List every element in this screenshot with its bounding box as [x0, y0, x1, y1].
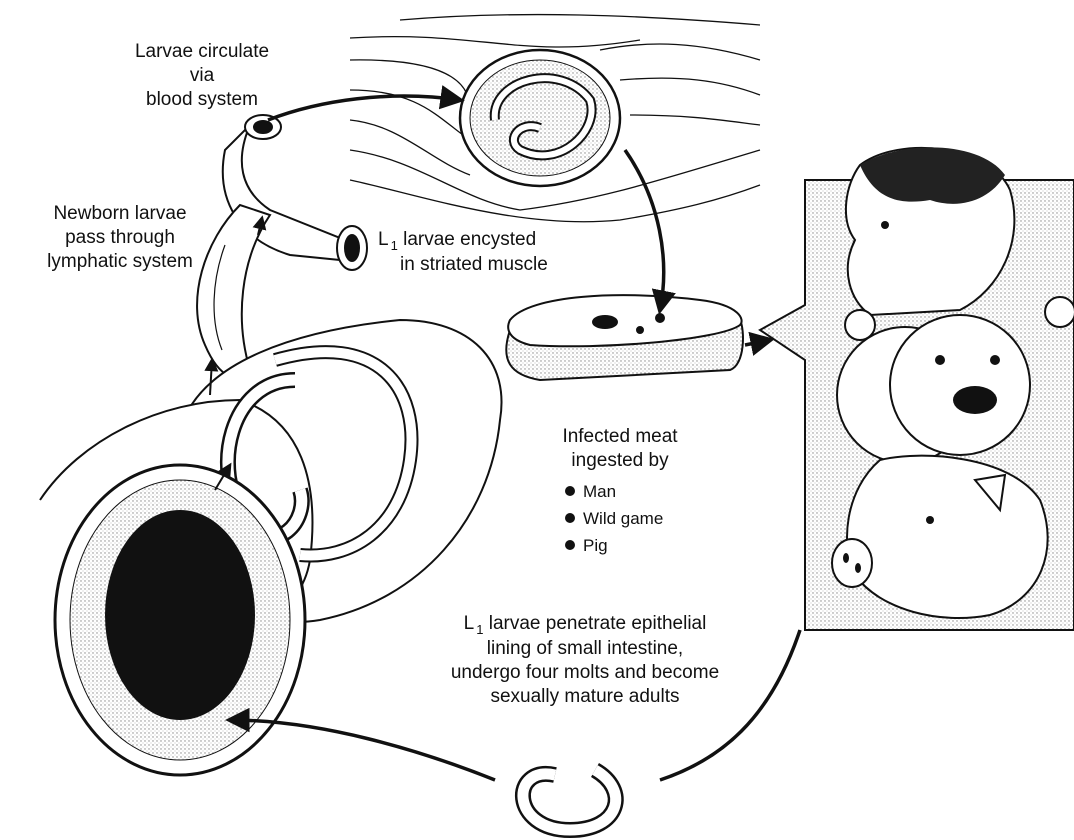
arrow-meat-to-hosts — [745, 340, 770, 345]
bullet-icon — [565, 513, 575, 523]
label-larvae-circulate: Larvae circulate via blood system — [92, 40, 312, 112]
intestine-cross-section — [55, 465, 305, 775]
hosts-panel — [760, 147, 1074, 630]
larva-bottom — [523, 770, 616, 830]
meat-piece — [506, 295, 743, 380]
bullet-icon — [565, 486, 575, 496]
label-lymphatic: Newborn larvae pass through lymphatic sy… — [0, 202, 240, 274]
host-item-man: Man — [565, 480, 616, 504]
bullet-icon — [565, 540, 575, 550]
label-ingested: Infected meat ingested by — [540, 425, 700, 473]
muscle-cyst — [460, 50, 620, 186]
host-item-pig: Pig — [565, 534, 608, 558]
host-item-wild-game: Wild game — [565, 507, 663, 531]
arrow-muscle-to-meat — [625, 150, 664, 310]
